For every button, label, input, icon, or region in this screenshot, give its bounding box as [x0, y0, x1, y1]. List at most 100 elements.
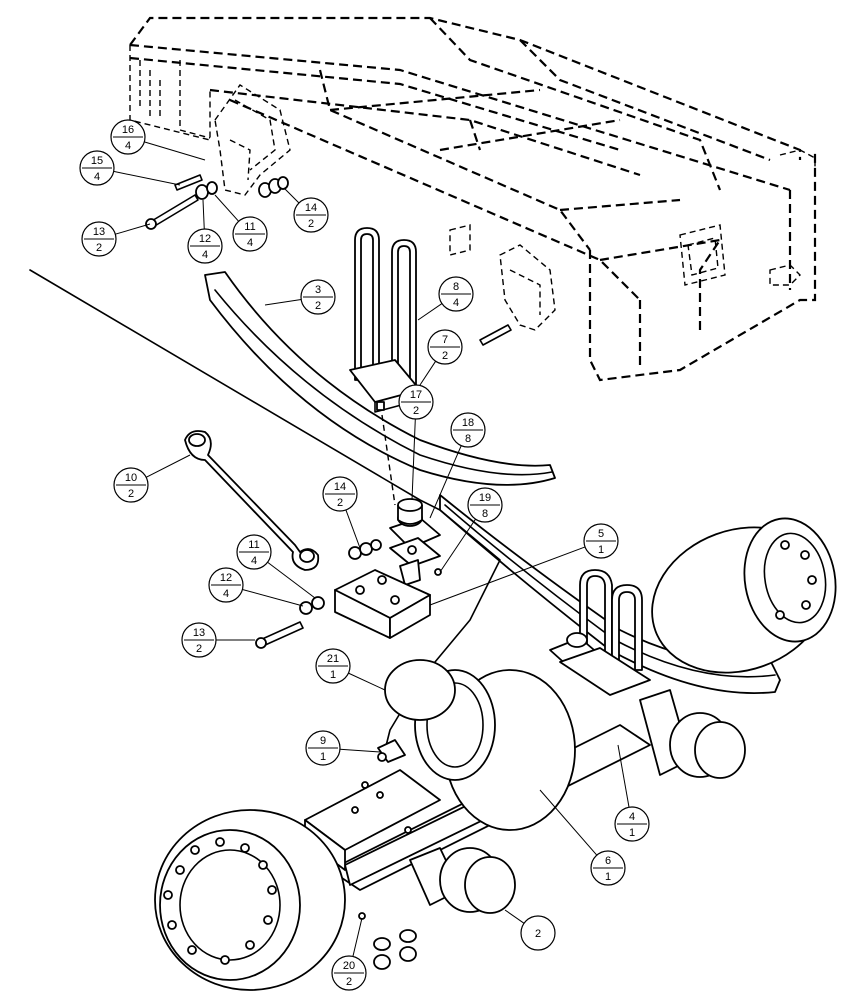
callout-c11b: 114 — [236, 534, 316, 599]
axle-seat-bracket — [334, 569, 431, 639]
callout-leader — [352, 917, 363, 957]
callout-item-number: 14 — [305, 202, 317, 214]
callout-c4: 41 — [614, 744, 650, 842]
callout-item-number: 20 — [343, 960, 355, 972]
rear-spring-clamp — [549, 569, 651, 696]
leveling-valve — [377, 739, 406, 763]
callout-item-number: 13 — [93, 226, 105, 238]
callout-c12a: 124 — [187, 199, 223, 264]
callout-c13b: 132 — [181, 622, 255, 658]
callout-quantity: 1 — [629, 827, 635, 839]
leaf-spring — [204, 271, 781, 695]
left-wheel — [154, 809, 346, 991]
callout-leader — [504, 909, 525, 924]
callout-c21: 211 — [315, 648, 386, 691]
rear-spring-hanger — [499, 244, 556, 331]
callout-leader — [339, 748, 381, 753]
center-bolt-line — [381, 414, 396, 506]
right-wheel — [651, 517, 837, 674]
callout-c7: 72 — [419, 329, 463, 386]
callout-quantity: 4 — [247, 237, 253, 249]
hanger-hardware — [145, 174, 289, 230]
callout-leader — [348, 672, 386, 691]
callout-c13a: 132 — [81, 221, 151, 257]
callout-c6: 61 — [539, 789, 626, 886]
callout-item-number: 5 — [598, 528, 604, 540]
callout-c19: 198 — [439, 487, 503, 573]
pin-rear-hanger — [479, 324, 512, 346]
callout-quantity: 4 — [202, 249, 208, 261]
callout-c14a: 142 — [283, 187, 329, 233]
callout-c3: 32 — [264, 279, 336, 315]
callout-quantity: 2 — [96, 242, 102, 254]
left-brake-chamber — [409, 847, 516, 914]
chassis-frame — [129, 16, 817, 382]
differential — [384, 659, 576, 831]
callout-quantity: 2 — [337, 497, 343, 509]
callout-leader — [202, 199, 205, 230]
callout-item-number: 16 — [122, 124, 134, 136]
axle-hardware — [358, 912, 417, 970]
callout-leader — [264, 299, 302, 306]
callout-leader — [439, 518, 476, 573]
callout-c8: 84 — [417, 276, 474, 321]
callout-c18: 18 8 — [429, 412, 486, 519]
torque-rod — [184, 430, 320, 571]
callout-c15: 154 — [79, 150, 181, 186]
callout-item-number: 21 — [327, 653, 339, 665]
callout-leader — [539, 789, 598, 856]
callout-quantity: 4 — [223, 588, 229, 600]
callout-quantity: 2 — [315, 300, 321, 312]
front-spring-hanger — [214, 84, 291, 196]
callout-c20: 202 — [331, 917, 367, 991]
callout-quantity: 1 — [330, 669, 336, 681]
callout-item-number: 4 — [629, 811, 635, 823]
callout-item-number: 8 — [453, 281, 459, 293]
callout-c14b: 142 — [322, 476, 361, 549]
callout-leader — [115, 223, 151, 235]
callout-circle — [520, 915, 556, 951]
callout-leader — [283, 187, 300, 204]
callout-item-number: 12 — [220, 572, 232, 584]
callout-quantity: 2 — [346, 976, 352, 988]
callout-item-number: 3 — [315, 284, 321, 296]
callout-leader — [429, 546, 586, 606]
callout-c5: 51 — [429, 523, 619, 606]
callout-leader — [411, 418, 416, 501]
callout-c9: 91 — [305, 730, 381, 766]
callout-item-number: 11 — [248, 539, 259, 551]
callout-quantity: 8 — [482, 508, 488, 520]
callout-item-number: 2 — [535, 928, 541, 940]
callout-leader — [267, 561, 316, 599]
callout-c2: 2 — [504, 909, 556, 951]
callout-quantity: 8 — [465, 433, 471, 445]
callout-item-number: 11 — [244, 221, 255, 233]
lower-hardware — [255, 539, 442, 649]
callout-leader — [617, 744, 630, 808]
callout-quantity: 2 — [442, 350, 448, 362]
callout-item-number: 7 — [442, 334, 448, 346]
callout-leader — [214, 194, 240, 222]
callout-quantity: 2 — [196, 643, 202, 655]
callout-item-number: 9 — [320, 735, 326, 747]
brake-line — [29, 269, 501, 751]
callout-quantity: 1 — [598, 544, 604, 556]
u-bolts — [349, 227, 421, 413]
callout-quantity: 2 — [413, 405, 419, 417]
callout-item-number: 18 — [462, 417, 474, 429]
spring-seat — [389, 498, 441, 586]
callout-c17: 172 — [398, 384, 434, 501]
callout-item-number: 15 — [91, 155, 103, 167]
callout-c16: 164 — [110, 119, 206, 161]
callout-quantity: 2 — [128, 488, 134, 500]
callout-leader — [417, 303, 443, 321]
callout-leader — [345, 509, 361, 549]
callout-item-number: 12 — [199, 233, 211, 245]
callout-leader — [419, 360, 437, 386]
callout-item-number: 10 — [125, 472, 137, 484]
callout-item-number: 13 — [193, 627, 205, 639]
callout-quantity: 4 — [125, 140, 131, 152]
